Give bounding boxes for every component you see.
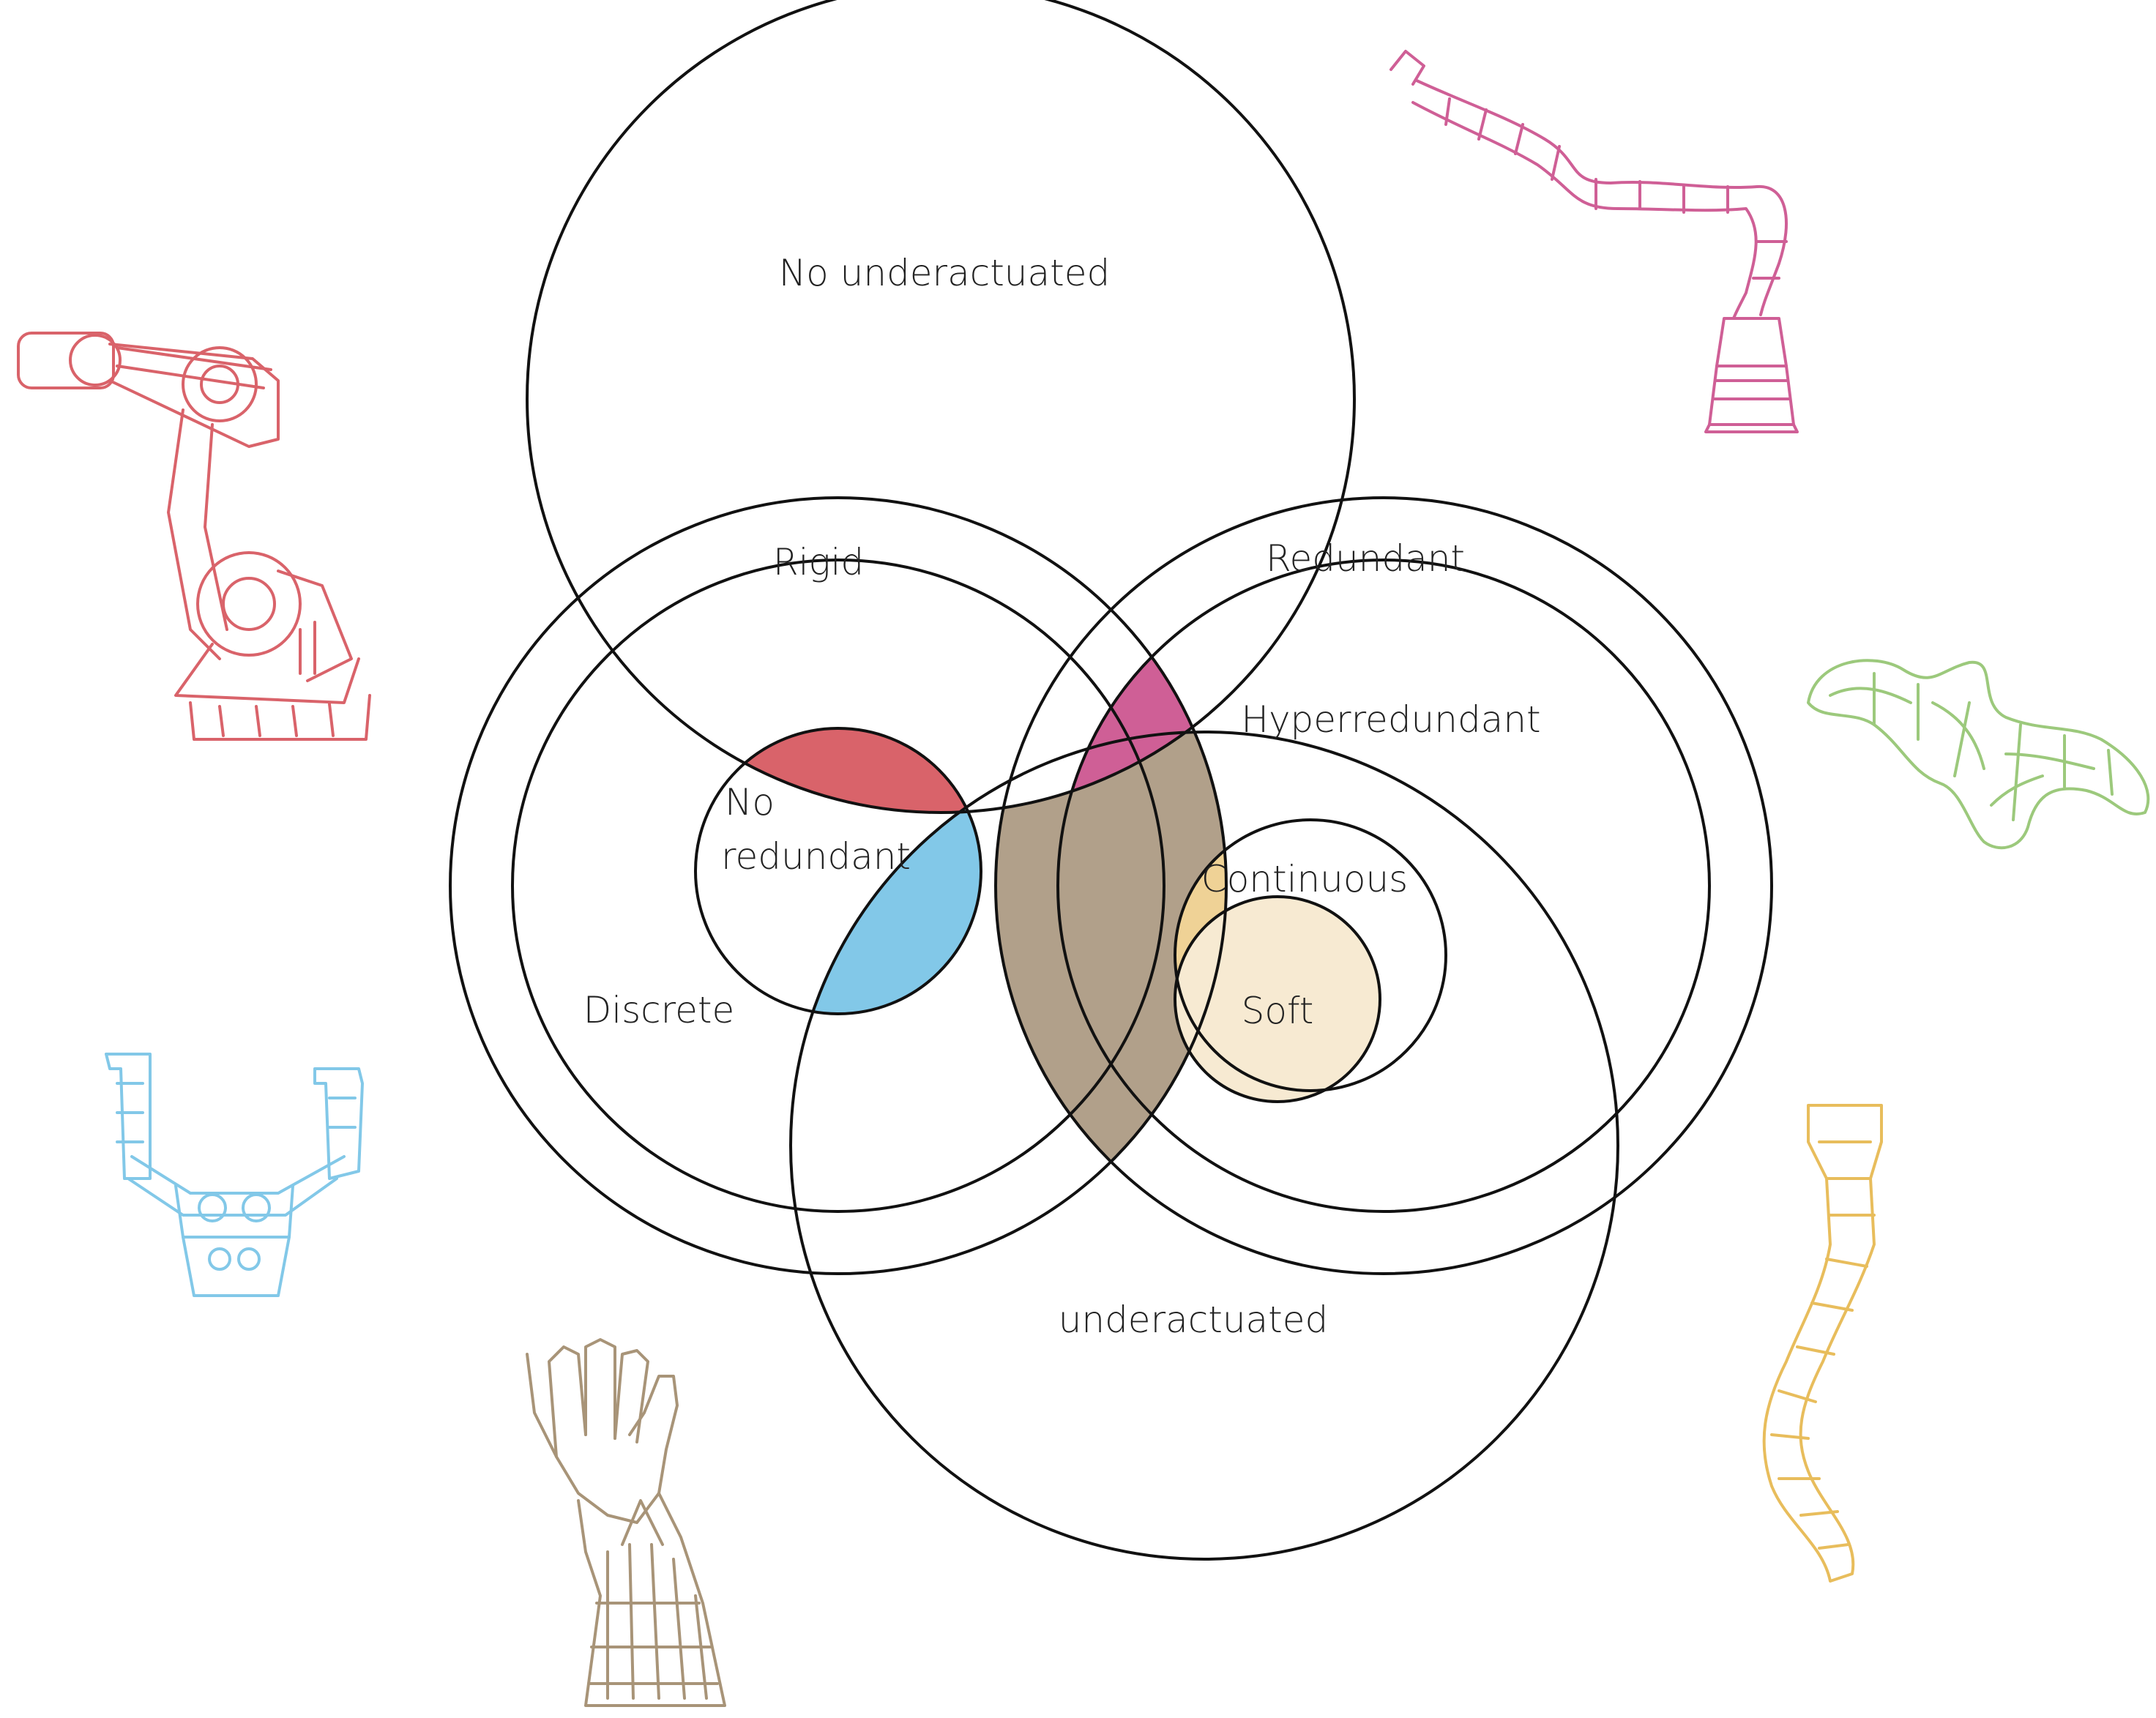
brown-region	[996, 732, 1226, 1274]
soft-fill	[1175, 897, 1380, 1102]
no-redundant-circle	[694, 727, 982, 1015]
label-rigid: Rigid	[773, 541, 864, 583]
label-continuous: Continuous	[1201, 858, 1408, 900]
serial-snake-arm-icon	[1390, 50, 1799, 433]
label-soft: Soft	[1242, 990, 1314, 1032]
hyperredundant-snake-icon	[1807, 659, 2150, 850]
label-underactuated: underactuated	[1059, 1299, 1329, 1341]
red-region	[695, 728, 981, 813]
redundant-circle	[994, 496, 1773, 1275]
no-underactuated-circle	[526, 0, 1356, 814]
label-no-redundant-line2: redundant	[721, 835, 911, 878]
label-redundant: Redundant	[1266, 537, 1465, 580]
underactuated-circle	[789, 731, 1619, 1561]
continuous-circle	[1174, 818, 1447, 1092]
industrial-robot-arm-icon	[17, 332, 371, 741]
robotic-hand-icon	[526, 1338, 726, 1707]
discrete-circle	[511, 559, 1165, 1213]
label-no-underactuated: No underactuated	[779, 252, 1111, 294]
continuum-robot-icon	[1762, 1104, 1883, 1583]
soft-circle	[1174, 895, 1381, 1103]
rigid-circle	[449, 496, 1228, 1275]
label-discrete: Discrete	[583, 989, 735, 1031]
hyperredundant-circle	[1056, 559, 1711, 1213]
label-hyperredundant: Hyperredundant	[1241, 698, 1540, 741]
gripper-icon	[105, 1053, 364, 1297]
red-fill	[695, 728, 981, 813]
label-no-redundant-line1: No	[725, 781, 775, 823]
brown-fill	[996, 732, 1226, 1274]
